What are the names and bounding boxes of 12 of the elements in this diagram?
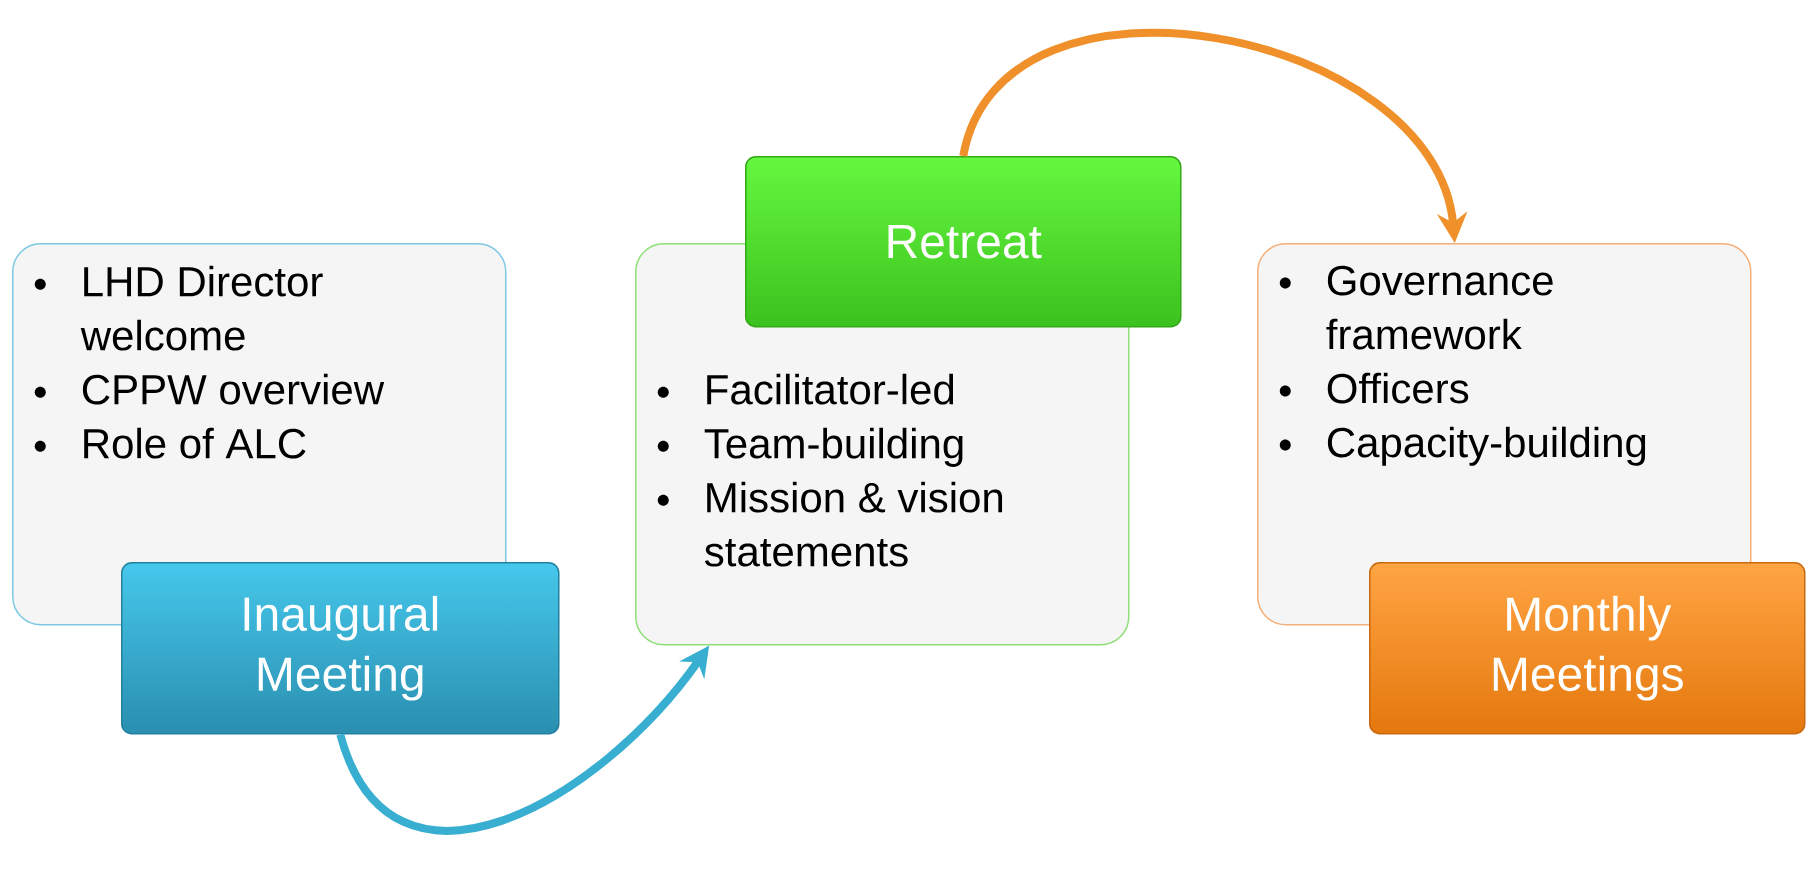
bullet-item: Facilitator-led bbox=[657, 373, 954, 405]
title-box: Monthly Meetings bbox=[1369, 562, 1806, 735]
title-box: Retreat bbox=[745, 156, 1182, 328]
bullet-item: Role of ALC bbox=[34, 427, 306, 459]
bullet-item: LHD Director welcome bbox=[34, 265, 323, 351]
bullet-item: CPPW overview bbox=[34, 373, 385, 405]
bullet-item: Capacity-building bbox=[1279, 426, 1646, 466]
bullet-item: Mission & vision statements bbox=[657, 481, 1003, 567]
bullet-item: Governance framework bbox=[1279, 265, 1553, 350]
title-box: Inaugural Meeting bbox=[121, 562, 560, 735]
bullet-item: Officers bbox=[1279, 372, 1469, 404]
bullet-item: Team-building bbox=[657, 427, 963, 467]
